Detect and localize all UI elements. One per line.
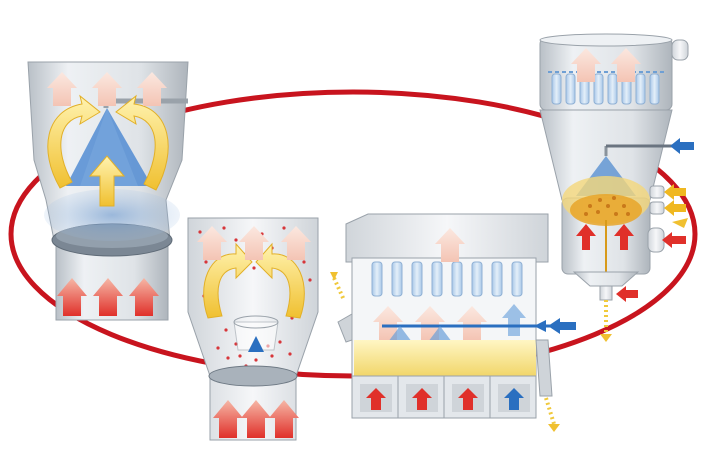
cool-air-arrow-internal xyxy=(502,304,526,336)
hot-air-arrow xyxy=(614,224,634,250)
wurster-coater-unit xyxy=(187,217,319,441)
cool-air-inlet-arrow xyxy=(670,138,694,154)
wurster-plate xyxy=(208,365,298,387)
cool-air-arrow xyxy=(504,388,524,410)
particle-cloud xyxy=(44,189,180,241)
circulation-arrow-left xyxy=(47,94,101,189)
fluid-bed-dryer-unit xyxy=(330,213,574,432)
fbd-product-bed xyxy=(354,340,536,376)
circulation-arrow-right xyxy=(115,94,169,191)
fbd-discharge xyxy=(535,339,553,397)
granulator-unit xyxy=(539,33,694,342)
hot-air-arrow xyxy=(366,388,386,410)
hot-air-arrow xyxy=(458,388,478,410)
fbd-spray-inlet-arrow xyxy=(548,318,576,334)
wurster-arrow-right xyxy=(255,242,305,319)
loop-feed-marker xyxy=(672,218,688,228)
hot-air-arrow xyxy=(412,388,432,410)
product-inlet-arrows xyxy=(664,184,686,216)
center-up-arrow xyxy=(88,155,126,207)
fbd-filter-bags xyxy=(371,261,523,297)
hot-air-arrow xyxy=(576,224,596,250)
wurster-arrow-left xyxy=(203,242,253,319)
hot-air-inlet-arrow xyxy=(616,232,686,302)
wurster-spray xyxy=(248,336,264,352)
spray-dryer-unit xyxy=(27,61,189,321)
fbd-feed-chute xyxy=(337,313,353,343)
